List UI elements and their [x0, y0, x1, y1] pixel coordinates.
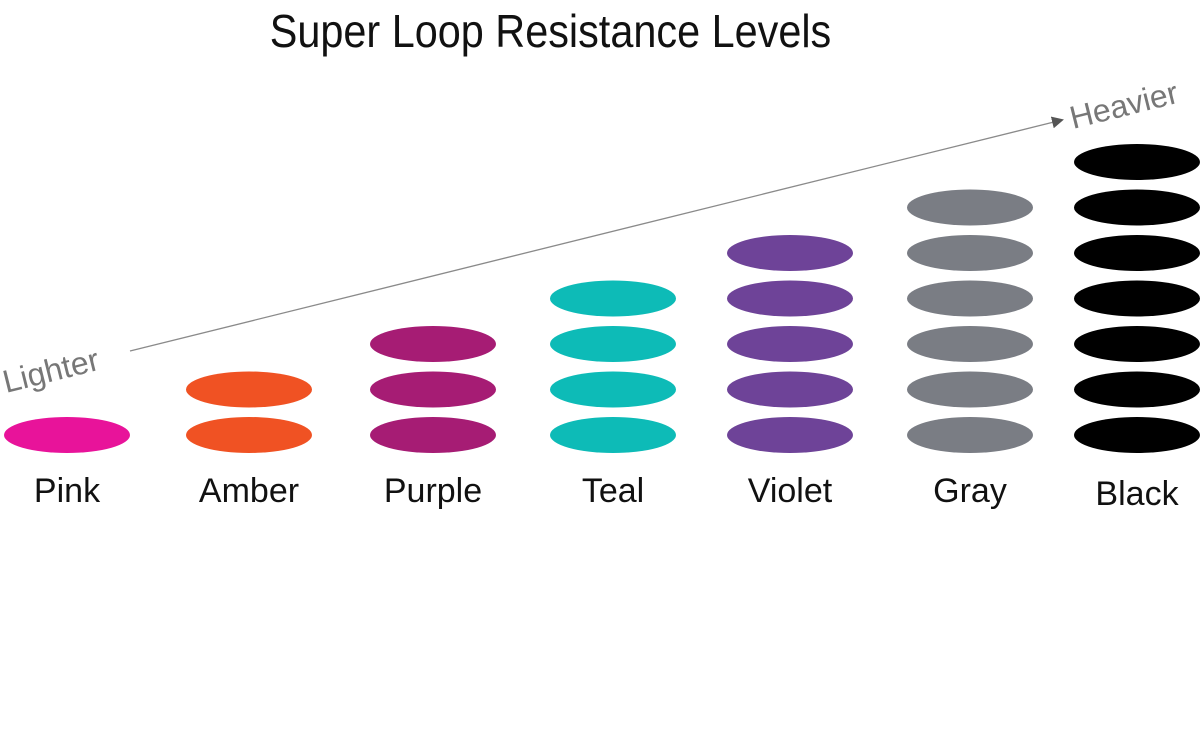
level-label: Gray [933, 472, 1007, 510]
loop-ellipse [370, 326, 496, 362]
loop-ellipse [907, 235, 1033, 271]
stack-gray: Gray [907, 189, 1033, 510]
stack-amber: Amber [186, 371, 312, 510]
level-label: Teal [582, 472, 644, 510]
loop-ellipse [4, 417, 130, 453]
heavier-label: Heavier [1066, 74, 1182, 136]
loop-ellipse [550, 371, 676, 408]
stack-pink: Pink [4, 417, 130, 510]
loop-ellipse [727, 280, 853, 317]
loop-ellipse [907, 371, 1033, 408]
level-label: Black [1095, 475, 1179, 513]
loop-ellipse [1074, 326, 1200, 362]
weight-arrow-line [129, 116, 1064, 352]
level-label: Purple [384, 472, 482, 510]
loop-ellipse [907, 280, 1033, 317]
stack-violet: Violet [727, 235, 853, 510]
loop-ellipse [550, 326, 676, 362]
level-label: Pink [34, 472, 101, 510]
loop-ellipse [1074, 144, 1200, 180]
loop-ellipse [550, 280, 676, 317]
loop-ellipse [907, 326, 1033, 362]
loop-ellipse [1074, 235, 1200, 271]
stack-purple: Purple [370, 326, 496, 510]
loop-ellipse [727, 326, 853, 362]
levels-group: Pink Amber Purple Teal Violet Gray Black [4, 144, 1200, 513]
loop-ellipse [1074, 371, 1200, 408]
loop-ellipse [186, 371, 312, 408]
loop-ellipse [370, 371, 496, 408]
loop-ellipse [907, 417, 1033, 453]
loop-ellipse [550, 417, 676, 453]
stack-teal: Teal [550, 280, 676, 510]
level-label: Violet [748, 472, 833, 510]
loop-ellipse [727, 235, 853, 271]
level-label: Amber [199, 472, 299, 510]
loop-ellipse [1074, 189, 1200, 226]
loop-ellipse [370, 417, 496, 453]
loop-ellipse [907, 189, 1033, 226]
loop-ellipse [1074, 417, 1200, 453]
loop-ellipse [186, 417, 312, 453]
loop-ellipse [727, 417, 853, 453]
loop-ellipse [1074, 280, 1200, 317]
loop-ellipse [727, 371, 853, 408]
stack-black: Black [1074, 144, 1200, 513]
diagram-title: Super Loop Resistance Levels [269, 5, 832, 57]
lighter-label: Lighter [0, 341, 103, 400]
